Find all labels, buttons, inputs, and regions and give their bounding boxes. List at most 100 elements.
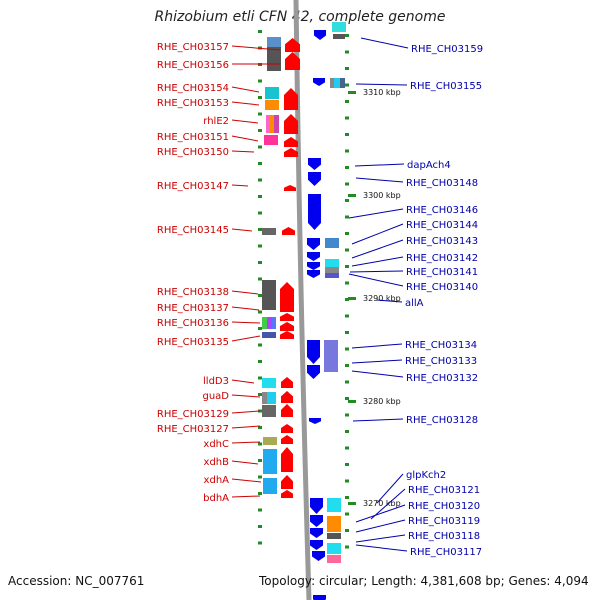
feature-block-left xyxy=(266,115,270,133)
leader-line-left xyxy=(231,290,259,295)
reverse-gene-arrow xyxy=(310,540,323,550)
scale-major-tick xyxy=(348,400,356,403)
scale-tick-right xyxy=(345,248,349,252)
scale-tick-left xyxy=(258,228,262,231)
gene-label-left: RHE_CH03145 xyxy=(157,225,229,236)
leader-line-right xyxy=(354,163,405,167)
scale-tick-right xyxy=(345,199,349,202)
forward-gene-arrow xyxy=(284,148,298,157)
gene-label-left: RHE_CH03127 xyxy=(157,424,229,435)
feature-block-left xyxy=(263,437,277,445)
leader-line-left xyxy=(231,86,260,93)
scale-label: 3280 kbp xyxy=(363,397,401,406)
leader-line-right xyxy=(370,488,406,520)
reverse-gene-arrow xyxy=(310,498,323,514)
feature-block-left xyxy=(272,317,276,329)
feature-block-right xyxy=(327,543,341,554)
reverse-gene-arrow xyxy=(308,172,321,186)
reverse-gene-arrow xyxy=(308,158,321,170)
forward-gene-arrow xyxy=(282,227,295,235)
leader-line-right xyxy=(355,534,406,543)
topology-label: Topology: circular; Length: 4,381,608 bp… xyxy=(259,574,589,588)
scale-tick-right xyxy=(345,347,349,351)
forward-gene-arrow xyxy=(281,377,293,388)
leader-line-left xyxy=(231,119,259,124)
feature-block-right xyxy=(334,78,340,88)
reverse-gene-arrow xyxy=(307,270,320,278)
gene-label-right: RHE_CH03117 xyxy=(410,547,482,558)
scale-label: 3270 kbp xyxy=(363,499,401,508)
feature-block-left xyxy=(263,478,277,494)
gene-label-left: RHE_CH03151 xyxy=(157,132,229,143)
reverse-gene-arrow xyxy=(307,365,320,379)
scale-tick-right xyxy=(345,34,349,37)
leader-line-left xyxy=(231,425,261,429)
leader-line-right xyxy=(351,343,403,349)
gene-label-left: bdhA xyxy=(203,493,229,504)
reverse-gene-arrow xyxy=(307,238,320,250)
gene-label-left: RHE_CH03138 xyxy=(157,287,229,298)
scale-tick-left xyxy=(258,508,262,512)
scale-tick-left xyxy=(258,129,262,132)
scale-tick-right xyxy=(345,67,349,70)
gene-label-right: RHE_CH03121 xyxy=(408,485,480,496)
leader-line-right xyxy=(351,256,404,267)
gene-label-right: RHE_CH03132 xyxy=(406,373,478,384)
scale-tick-right xyxy=(345,529,349,532)
gene-label-left: RHE_CH03129 xyxy=(157,409,229,420)
forward-gene-arrow xyxy=(281,424,293,433)
genome-title: Rhizobium etli CFN 42, complete genome xyxy=(154,9,446,25)
scale-tick-right xyxy=(345,380,349,384)
scale-tick-left xyxy=(258,294,262,297)
scale-major-tick xyxy=(348,502,356,505)
gene-label-left: RHE_CH03150 xyxy=(157,147,229,158)
scale-tick-left xyxy=(258,442,262,446)
scale-label: 3300 kbp xyxy=(363,191,401,200)
leader-line-left xyxy=(231,101,260,106)
scale-tick-right xyxy=(345,166,349,169)
gene-label-left: RHE_CH03136 xyxy=(157,318,229,329)
scale-tick-left xyxy=(258,459,262,462)
leader-line-left xyxy=(231,135,259,142)
reverse-gene-arrow xyxy=(310,528,323,538)
forward-gene-arrow xyxy=(280,331,294,339)
feature-block-right xyxy=(340,78,345,88)
gene-label-left: xdhB xyxy=(204,457,230,468)
scale-major-tick xyxy=(348,194,356,197)
feature-block-right xyxy=(325,267,339,273)
feature-block-left xyxy=(267,47,281,71)
scale-tick-left xyxy=(258,178,262,182)
gene-label-left: RHE_CH03153 xyxy=(157,98,229,109)
feature-block-right xyxy=(327,533,341,539)
scale-tick-left xyxy=(258,96,262,99)
feature-block-left xyxy=(262,317,267,329)
gene-label-right: RHE_CH03133 xyxy=(405,356,477,367)
scale-tick-right xyxy=(345,314,349,318)
leader-line-right xyxy=(352,418,404,422)
forward-gene-arrow xyxy=(281,475,293,489)
scale-tick-left xyxy=(258,525,262,528)
scale-tick-right xyxy=(345,232,349,235)
feature-block-left xyxy=(263,449,277,474)
feature-block-right xyxy=(325,273,339,278)
scale-tick-right xyxy=(345,133,349,136)
scale-tick-left xyxy=(258,277,262,281)
feature-block-right xyxy=(332,22,346,32)
feature-block-right xyxy=(325,259,339,267)
scale-tick-right xyxy=(345,397,349,400)
feature-block-left xyxy=(264,135,278,145)
scale-tick-left xyxy=(258,327,262,330)
forward-gene-arrow xyxy=(280,282,294,312)
feature-block-right xyxy=(333,34,345,39)
scale-tick-right xyxy=(345,364,349,367)
scale-tick-right xyxy=(345,298,349,301)
leader-line-right xyxy=(376,473,404,504)
scale-tick-left xyxy=(258,310,262,314)
gene-label-left: xdhC xyxy=(203,439,229,450)
scale-tick-left xyxy=(258,376,262,380)
gene-label-left: guaD xyxy=(202,391,229,402)
feature-block-left xyxy=(265,100,279,110)
scale-tick-left xyxy=(258,541,262,545)
scale-label: 3310 kbp xyxy=(363,88,401,97)
